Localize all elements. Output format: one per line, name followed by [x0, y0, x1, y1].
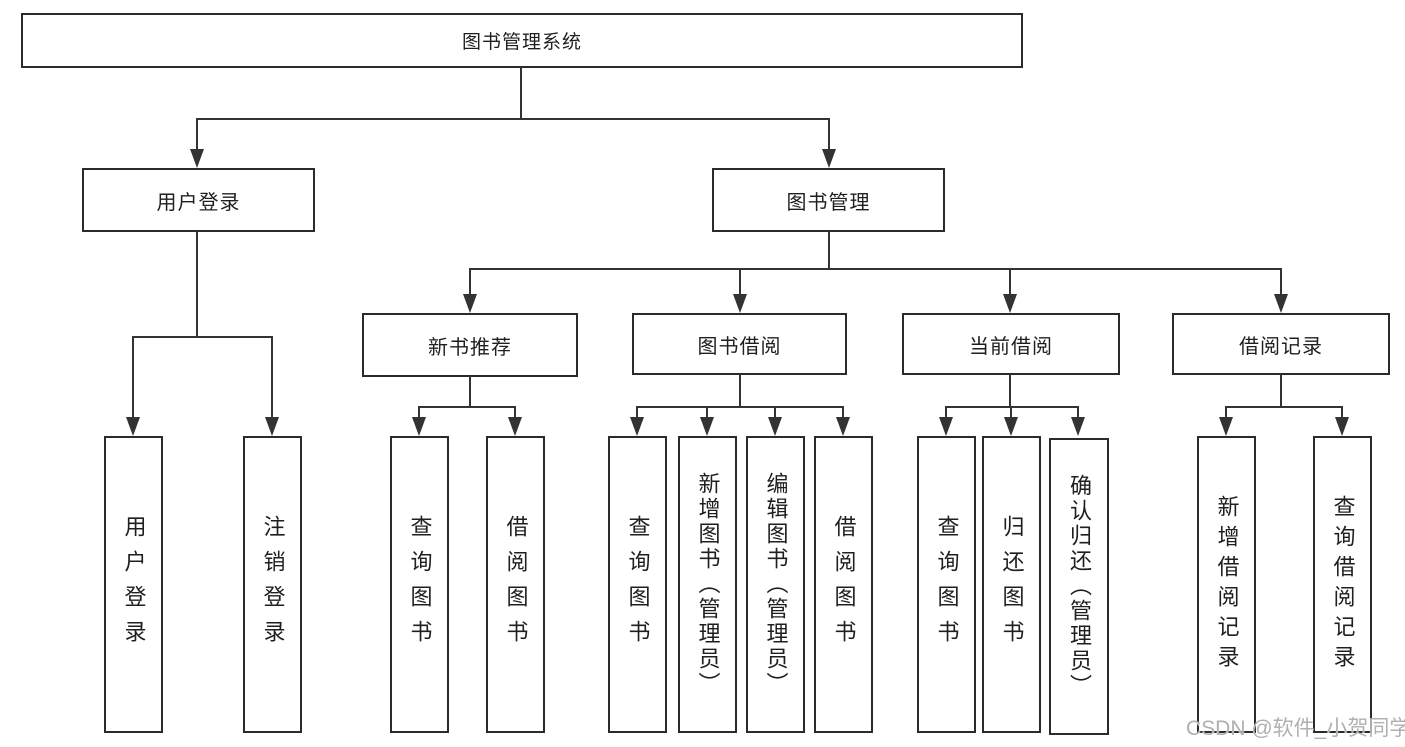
- connector-line: [196, 118, 830, 120]
- leaf-label: 注销登录: [260, 514, 286, 655]
- leaf-user-login: 用户登录: [104, 436, 163, 733]
- connector-line: [132, 336, 134, 420]
- leaf-query-books-recommend: 查询图书: [390, 436, 449, 733]
- connector-line: [828, 231, 830, 270]
- leaf-return-books: 归还图书: [982, 436, 1041, 733]
- leaf-label: 新增借阅记录: [1214, 494, 1240, 675]
- leaf-borrow-books-borrowing: 借阅图书: [814, 436, 873, 733]
- connector-line: [945, 406, 947, 420]
- leaf-label: 查询借阅记录: [1330, 494, 1356, 675]
- arrow-down-icon: [939, 417, 953, 436]
- leaf-label: 新增图书（管理员）: [695, 472, 721, 697]
- arrow-down-icon: [836, 417, 850, 436]
- connector-line: [739, 268, 741, 297]
- connector-line: [945, 406, 1079, 408]
- arrow-down-icon: [1274, 294, 1288, 313]
- leaf-add-books-admin: 新增图书（管理员）: [678, 436, 737, 733]
- connector-line: [1010, 406, 1012, 420]
- leaf-query-books-borrowing: 查询图书: [608, 436, 667, 733]
- connector-line: [132, 336, 273, 338]
- leaf-label: 查询图书: [625, 514, 651, 655]
- leaf-label: 借阅图书: [503, 514, 529, 655]
- connector-line: [418, 406, 420, 420]
- node-label: 新书推荐: [428, 336, 512, 359]
- node-label: 图书管理系统: [461, 32, 582, 53]
- node-library-management-system: 图书管理系统: [21, 13, 1023, 68]
- arrow-down-icon: [190, 149, 204, 168]
- connector-line: [636, 406, 638, 420]
- leaf-label: 借阅图书: [831, 514, 857, 655]
- arrow-down-icon: [508, 417, 522, 436]
- connector-line: [774, 406, 776, 420]
- arrow-down-icon: [1004, 417, 1018, 436]
- connector-line: [739, 374, 741, 408]
- arrow-down-icon: [1335, 417, 1349, 436]
- connector-line: [469, 268, 1282, 270]
- connector-line: [469, 376, 471, 408]
- leaf-query-books-current: 查询图书: [917, 436, 976, 733]
- arrow-down-icon: [700, 417, 714, 436]
- leaf-label: 用户登录: [121, 514, 147, 655]
- connector-line: [196, 118, 198, 152]
- arrow-down-icon: [126, 417, 140, 436]
- arrow-down-icon: [1003, 294, 1017, 313]
- leaf-query-borrow-record: 查询借阅记录: [1313, 436, 1372, 733]
- leaf-label: 确认归还（管理员）: [1067, 474, 1092, 699]
- leaf-logout: 注销登录: [243, 436, 302, 733]
- connector-line: [1009, 268, 1011, 297]
- connector-line: [1280, 374, 1282, 408]
- arrow-down-icon: [412, 417, 426, 436]
- node-label: 借阅记录: [1239, 335, 1323, 358]
- leaf-borrow-books-recommend: 借阅图书: [486, 436, 545, 733]
- arrow-down-icon: [463, 294, 477, 313]
- leaf-label: 查询图书: [407, 514, 433, 655]
- watermark-text: CSDN @软件_小贺同学: [1186, 717, 1405, 740]
- node-new-book-recommendation: 新书推荐: [362, 313, 578, 377]
- leaf-label: 编辑图书（管理员）: [763, 472, 789, 697]
- connector-line: [636, 406, 844, 408]
- node-label: 当前借阅: [969, 335, 1053, 358]
- arrow-down-icon: [265, 417, 279, 436]
- connector-line: [514, 406, 516, 420]
- connector-line: [1225, 406, 1227, 420]
- connector-line: [828, 118, 830, 152]
- connector-line: [1280, 268, 1282, 297]
- node-borrowing-records: 借阅记录: [1172, 313, 1390, 375]
- connector-line: [469, 268, 471, 297]
- node-current-borrowing: 当前借阅: [902, 313, 1120, 375]
- connector-line: [1225, 406, 1343, 408]
- arrow-down-icon: [822, 149, 836, 168]
- node-label: 图书管理: [786, 191, 871, 214]
- connector-line: [196, 231, 198, 338]
- arrow-down-icon: [768, 417, 782, 436]
- leaf-edit-books-admin: 编辑图书（管理员）: [746, 436, 805, 733]
- leaf-add-borrow-record: 新增借阅记录: [1197, 436, 1256, 733]
- connector-line: [706, 406, 708, 420]
- connector-line: [520, 67, 522, 120]
- leaf-confirm-return-admin: 确认归还（管理员）: [1049, 438, 1109, 735]
- arrow-down-icon: [733, 294, 747, 313]
- arrow-down-icon: [1071, 417, 1085, 436]
- arrow-down-icon: [1219, 417, 1233, 436]
- leaf-label: 查询图书: [934, 514, 960, 655]
- node-user-login: 用户登录: [82, 168, 315, 232]
- node-book-management: 图书管理: [712, 168, 945, 232]
- node-label: 图书借阅: [697, 335, 782, 358]
- connector-line: [842, 406, 844, 420]
- node-label: 用户登录: [156, 191, 241, 214]
- connector-line: [271, 336, 273, 420]
- node-book-borrowing: 图书借阅: [632, 313, 847, 375]
- connector-line: [1009, 374, 1011, 408]
- leaf-label: 归还图书: [999, 514, 1025, 655]
- arrow-down-icon: [630, 417, 644, 436]
- connector-line: [1077, 406, 1079, 420]
- connector-line: [1341, 406, 1343, 420]
- connector-line: [418, 406, 516, 408]
